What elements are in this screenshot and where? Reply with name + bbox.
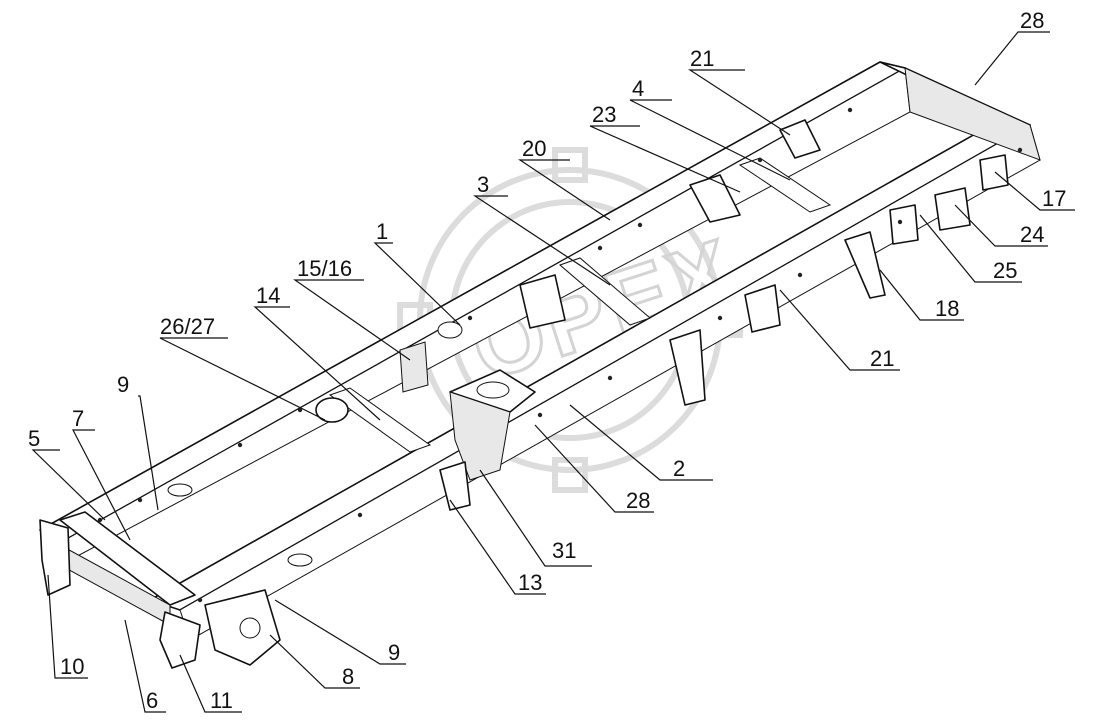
right-rail-top [149,119,1031,611]
callout-2: 2 [673,456,685,481]
spring-bracket-8-eye [239,617,261,639]
callout-12: 13 [518,570,542,595]
front-left-bracket [39,519,71,596]
callout-19: 21 [870,346,894,371]
spring-hanger-mid [669,329,706,406]
bolt-holes [97,107,1023,603]
spring-hanger-17 [844,231,886,299]
callout-9-lower: 9 [388,640,400,665]
callout-24: 25 [993,258,1017,283]
mount-1516 [399,341,429,393]
callout-14: 17 [1042,186,1066,211]
callout-5: 5 [28,426,40,451]
rail-opening-9 [167,483,193,497]
callout-4: 4 [632,76,644,101]
callout-labels: 28 21 4 23 20 3 1 15/16 14 26/27 17 24 2… [28,8,1066,713]
callout-23: 24 [1020,222,1044,247]
callout-1: 1 [376,219,388,244]
callout-17: 18 [935,296,959,321]
crossmember-rear-mid [738,157,832,213]
front-crossmember [59,511,196,606]
center-mount-hole [476,381,510,399]
callout-2627: 26/27 [160,314,215,339]
callout-3: 3 [477,172,489,197]
callout-31: 31 [552,538,576,563]
callout-18: 20 [522,136,546,161]
callout-10: 10 [60,654,84,679]
rail-opening-1 [437,321,463,339]
callout-6: 6 [146,688,158,713]
callout-20: 21 [690,46,714,71]
rear-bracket-24 [889,204,919,245]
mount-2627 [315,397,349,423]
callout-13: 14 [256,283,280,308]
callout-28: 28 [626,488,650,513]
rear-crossmember-face [904,67,1041,161]
chassis-frame [39,61,1041,669]
callout-1516: 15/16 [297,256,352,281]
callout-11: 11 [210,688,233,713]
rear-bracket-23 [934,187,971,231]
callout-21: 23 [592,102,616,127]
bracket-19 [744,284,781,333]
callout-25: 28 [1020,8,1044,33]
rail-opening-near [287,553,313,567]
spring-hanger-12 [439,461,471,511]
callout-leaders [31,31,1075,713]
center-mount-tower-side [449,391,511,481]
bracket-20 [779,119,821,159]
bracket-3 [519,274,566,329]
callout-9-upper: 9 [117,372,129,397]
callout-8: 8 [342,664,354,689]
rear-plate-14 [979,154,1009,191]
callout-7: 7 [72,406,84,431]
